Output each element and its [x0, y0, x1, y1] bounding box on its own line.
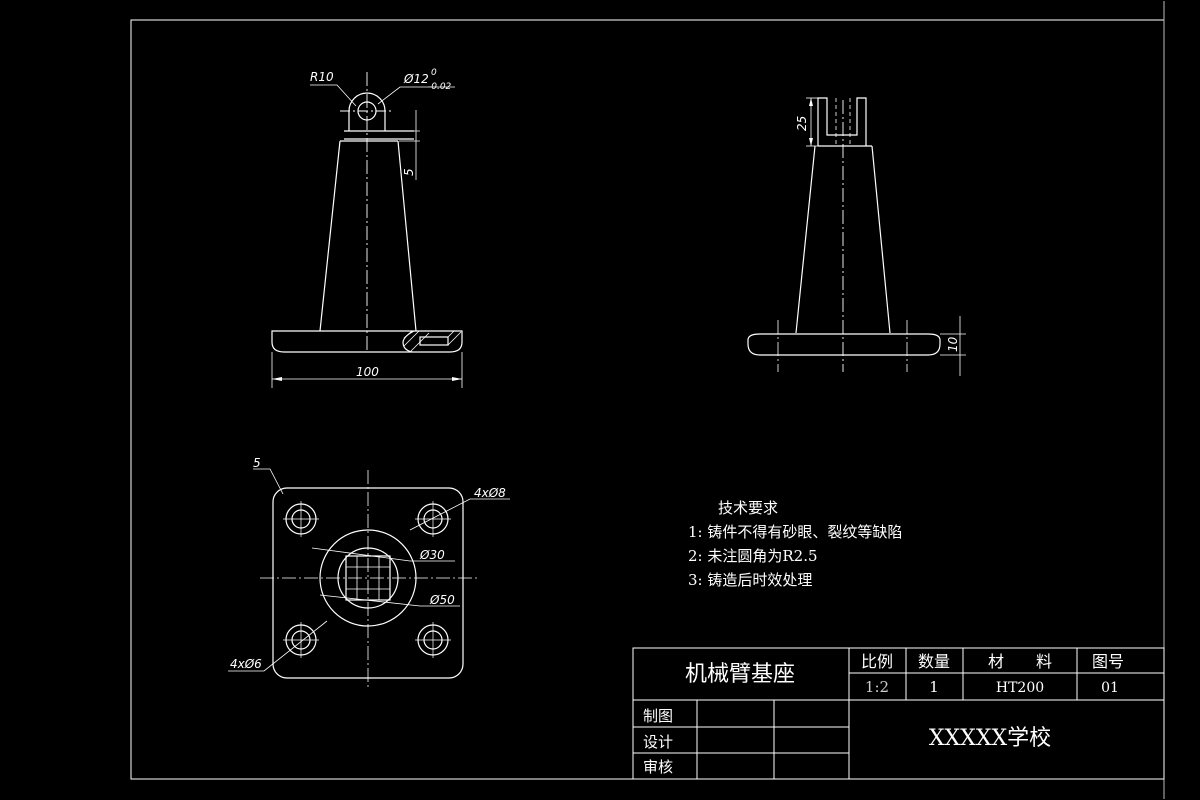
drawing-no-value: 01: [1101, 680, 1119, 696]
dim-10: 10: [946, 336, 960, 352]
dim-100: 100: [356, 365, 379, 379]
dim-phi12: Ø12: [403, 72, 429, 86]
material-label: 材 料: [988, 652, 1052, 671]
mounting-hole-tl: [283, 501, 319, 537]
review-label: 审核: [643, 758, 673, 776]
mounting-hole-tr: [415, 501, 451, 537]
notes-title: 技术要求: [718, 499, 778, 517]
side-view: [747, 97, 966, 376]
material-value: HT200: [996, 680, 1044, 696]
scale-value: 1:2: [865, 678, 889, 696]
dim-25: 25: [795, 116, 809, 131]
qty-label: 数量: [918, 652, 950, 671]
dim-corner-5: 5: [253, 456, 261, 470]
drawn-label: 制图: [643, 707, 673, 725]
dim-holes-8: 4xØ8: [474, 486, 506, 500]
school-name: XXXXX学校: [929, 726, 1051, 751]
front-view: [271, 72, 463, 388]
note-item-3: 3: 铸造后时效处理: [688, 571, 812, 589]
dim-phi50: Ø50: [429, 593, 455, 607]
note-item-1: 1: 铸件不得有砂眼、裂纹等缺陷: [688, 523, 902, 541]
dim-phi30: Ø30: [419, 548, 445, 562]
qty-value: 1: [929, 678, 939, 696]
mounting-hole-br: [415, 622, 451, 658]
dim-holes-6: 4xØ6: [230, 657, 262, 671]
drawing-no-label: 图号: [1092, 652, 1124, 671]
dim-r10: R10: [310, 70, 334, 84]
top-view: [228, 468, 510, 690]
part-name: 机械臂基座: [685, 662, 795, 687]
design-label: 设计: [643, 733, 673, 751]
dim-tol-lower: -0.02: [428, 82, 452, 92]
dim-5-front: 5: [402, 168, 416, 176]
note-item-2: 2: 未注圆角为R2.5: [688, 547, 818, 565]
title-block: [632, 647, 1165, 780]
mounting-hole-bl: [283, 622, 319, 658]
dim-tol-upper: 0: [431, 68, 437, 78]
scale-label: 比例: [861, 652, 893, 671]
technical-requirements: 技术要求 1: 铸件不得有砂眼、裂纹等缺陷 2: 未注圆角为R2.5 3: 铸造…: [688, 499, 902, 589]
